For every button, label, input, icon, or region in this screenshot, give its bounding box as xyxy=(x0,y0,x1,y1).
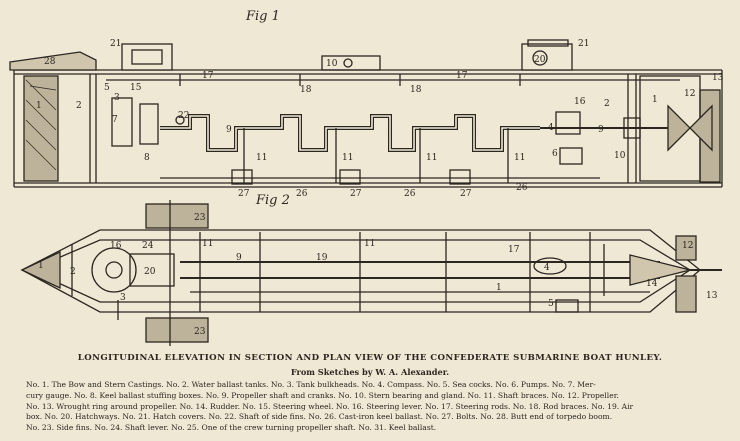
fig2-label: Fig 2 xyxy=(255,193,290,208)
callout: 21 xyxy=(110,39,121,49)
callout: 12 xyxy=(684,89,695,99)
caption-subtitle: From Sketches by W. A. Alexander. xyxy=(290,367,450,377)
callout: 16 xyxy=(110,241,122,251)
legend-line: cury gauge. No. 8. Keel ballast stuffing… xyxy=(26,390,619,400)
legend-line: No. 13. Wrought ring around propeller. N… xyxy=(26,401,634,411)
callout: 16 xyxy=(574,97,586,107)
plan-view xyxy=(20,200,722,346)
callout: 4 xyxy=(544,263,550,273)
fig2-callouts: 23 23 2 16 24 20 11 11 9 19 17 4 14 12 1… xyxy=(38,213,718,337)
callout: 11 xyxy=(426,153,437,163)
callout: 17 xyxy=(202,71,214,81)
callout: 17 xyxy=(456,71,468,81)
callout: 24 xyxy=(142,241,154,251)
fig1-label: Fig 1 xyxy=(245,9,280,24)
callout: 27 xyxy=(460,189,472,199)
legend-line: No. 1. The Bow and Stern Castings. No. 2… xyxy=(26,380,596,389)
callout: 1 xyxy=(496,283,502,293)
callout: 1 xyxy=(652,95,658,105)
callout: 17 xyxy=(508,245,520,255)
callout: 26 xyxy=(516,183,528,193)
callout: 11 xyxy=(342,153,353,163)
callout: 26 xyxy=(404,189,416,199)
callout: 14 xyxy=(646,279,658,289)
callout: 27 xyxy=(350,189,362,199)
elevation-view xyxy=(9,39,723,188)
callout: 3 xyxy=(114,93,120,103)
callout: 2 xyxy=(70,267,76,277)
caption-title: LONGITUDINAL ELEVATION IN SECTION AND PL… xyxy=(77,353,663,363)
callout: 1 xyxy=(38,261,44,271)
callout: 11 xyxy=(514,153,525,163)
legend-line: No. 23. Side fins. No. 24. Shaft lever. … xyxy=(26,423,437,433)
callout: 23 xyxy=(194,327,206,337)
callout: 18 xyxy=(410,85,422,95)
callout: 8 xyxy=(144,153,150,163)
callout: 20 xyxy=(144,267,156,277)
callout: 1 xyxy=(36,101,42,111)
callout: 10 xyxy=(614,151,626,161)
callout: 28 xyxy=(44,57,56,67)
callout: 19 xyxy=(316,253,328,263)
callout: 10 xyxy=(326,59,338,69)
callout: 15 xyxy=(130,83,142,93)
caption-block: LONGITUDINAL ELEVATION IN SECTION AND PL… xyxy=(0,353,740,441)
callout: 9 xyxy=(226,125,232,135)
hunley-drawing: Fig 1 Fig 2 21 21 28 1 2 15 5 3 22 7 8 9… xyxy=(9,9,724,346)
callout: 2 xyxy=(604,99,610,109)
callout: 2 xyxy=(76,101,82,111)
callout: 9 xyxy=(236,253,242,263)
callout: 12 xyxy=(682,241,693,251)
callout: 20 xyxy=(534,55,546,65)
callout: 26 xyxy=(296,189,308,199)
callout: 18 xyxy=(300,85,312,95)
callout: 3 xyxy=(120,293,126,303)
callout: 13 xyxy=(706,291,718,301)
callout: 13 xyxy=(712,73,724,83)
callout: 27 xyxy=(238,189,250,199)
callout: 5 xyxy=(104,83,110,93)
callout: 7 xyxy=(112,115,118,125)
callout: 11 xyxy=(202,239,213,249)
callout: 22 xyxy=(178,111,189,121)
callout: 4 xyxy=(548,123,554,133)
callout: 9 xyxy=(598,125,604,135)
callout: 5 xyxy=(548,299,554,309)
callout: 21 xyxy=(578,39,589,49)
legend: No. 1. The Bow and Stern Castings. No. 2… xyxy=(26,380,716,434)
legend-line: box. No. 20. Hatchways. No. 21. Hatch co… xyxy=(26,412,613,422)
fig1-callouts: 21 21 28 1 2 15 5 3 22 7 8 9 11 11 11 11… xyxy=(36,39,724,199)
callout: 23 xyxy=(194,213,206,223)
callout: 11 xyxy=(256,153,267,163)
callout: 6 xyxy=(552,149,558,159)
callout: 11 xyxy=(364,239,375,249)
